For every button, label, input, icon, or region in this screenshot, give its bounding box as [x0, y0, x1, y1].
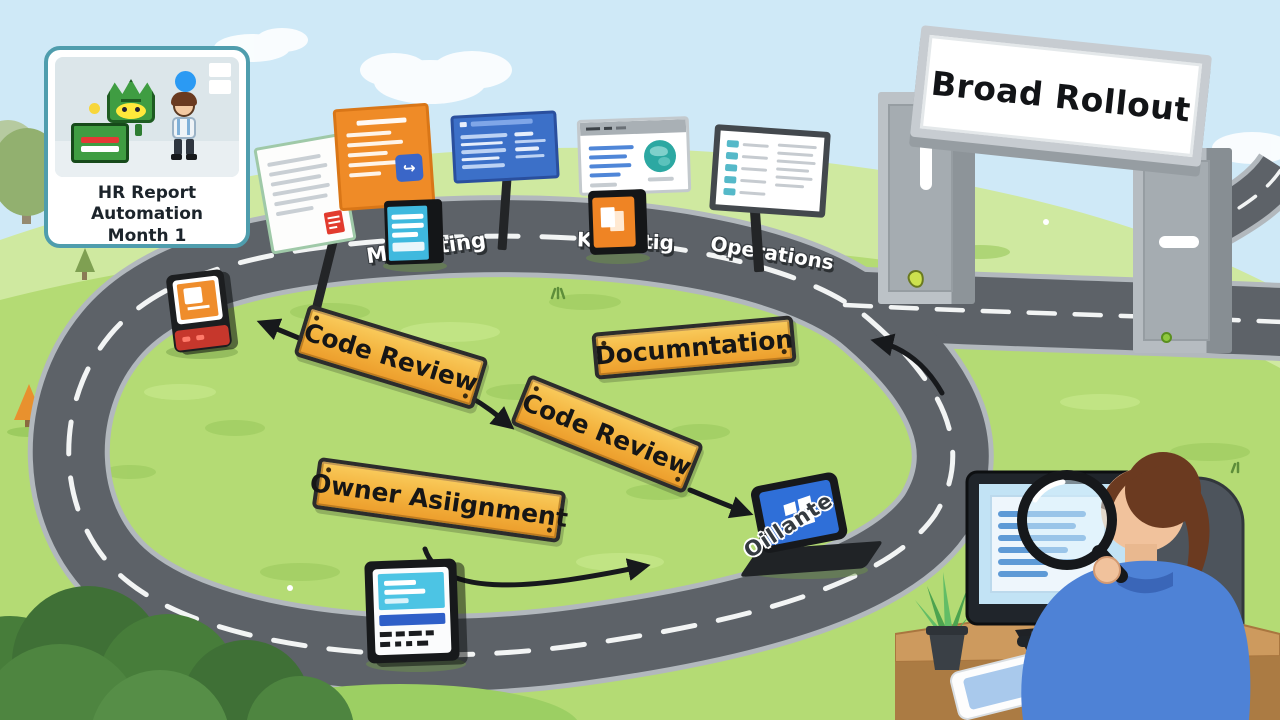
billboard-list [709, 124, 831, 218]
title-card: HR Report Automation Month 1 [44, 46, 250, 248]
leaf-icon [1161, 332, 1172, 343]
magnifier-icon [1017, 470, 1128, 584]
globe-icon [643, 139, 677, 173]
title-card-illustration [55, 57, 239, 177]
blue-dot [175, 71, 196, 92]
crate-box [587, 189, 649, 255]
paper-box [383, 199, 445, 265]
plant [915, 572, 981, 670]
bush [0, 586, 577, 720]
document-icon [600, 207, 616, 228]
chalkboard-icon [71, 123, 129, 163]
boy-icon [169, 92, 199, 167]
toll-machine [165, 268, 233, 354]
monster-icon [107, 79, 159, 145]
device-monitor: Oillante [739, 470, 884, 577]
shelf-icon [209, 63, 231, 95]
billboard-blue [450, 110, 560, 184]
kiosk-terminal [364, 558, 460, 664]
document-icon [176, 279, 219, 321]
person [1021, 452, 1251, 720]
pdf-icon [323, 209, 346, 235]
billboard-orange: ↪ [332, 102, 436, 212]
desk-scene [895, 452, 1280, 720]
billboard-report [576, 116, 692, 196]
share-icon: ↪ [394, 153, 424, 183]
title-line-1: HR Report Automation [91, 183, 203, 225]
title-line-2: Month 1 [107, 225, 187, 246]
title-card-text: HR Report Automation Month 1 [55, 183, 239, 247]
gate-right-pillar [1133, 148, 1232, 353]
sun-dot [89, 103, 100, 114]
